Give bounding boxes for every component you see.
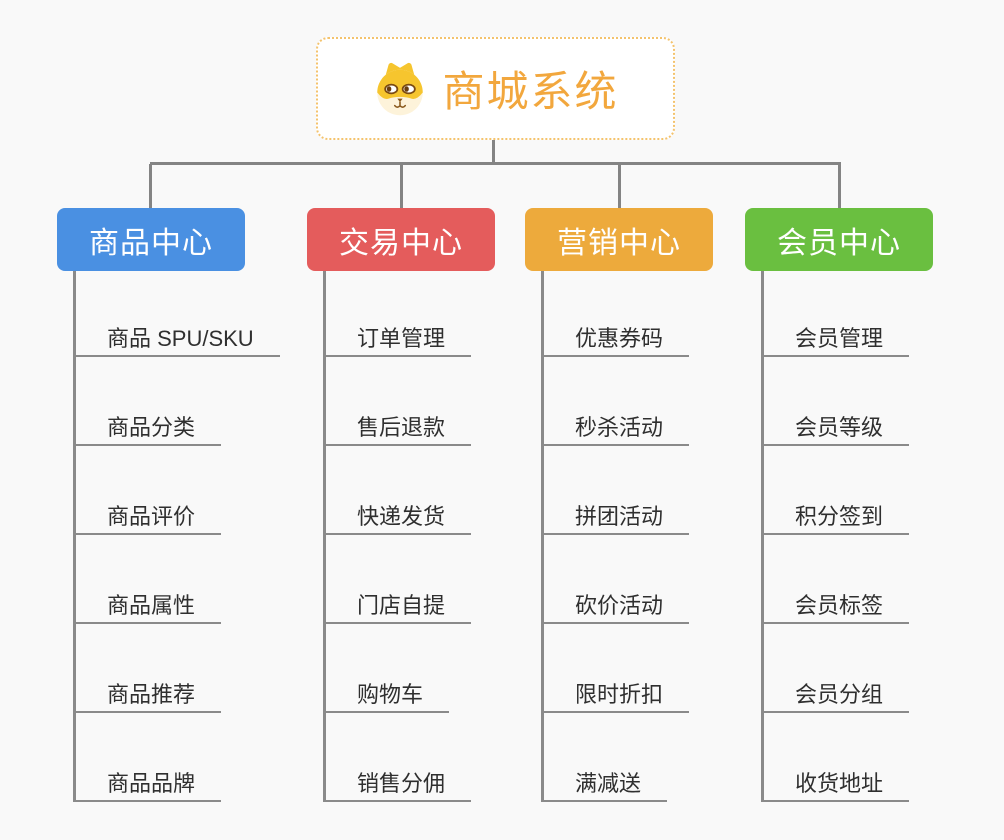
child-item[interactable]: 商品 SPU/SKU — [73, 323, 280, 357]
child-item[interactable]: 砍价活动 — [541, 590, 690, 624]
connector-line — [149, 164, 152, 210]
connector-line — [492, 140, 495, 164]
shiba-dog-icon — [377, 62, 424, 115]
child-item[interactable]: 订单管理 — [323, 323, 472, 357]
child-item[interactable]: 会员标签 — [761, 590, 910, 624]
child-item[interactable]: 优惠券码 — [541, 323, 690, 357]
connector-line — [761, 271, 764, 802]
branch-node-member-center[interactable]: 会员中心 — [745, 208, 933, 271]
child-item[interactable]: 拼团活动 — [541, 501, 690, 535]
child-item[interactable]: 秒杀活动 — [541, 412, 690, 446]
branch-items: 优惠券码秒杀活动拼团活动砍价活动限时折扣满减送 — [525, 208, 785, 828]
branch-node-trade-center[interactable]: 交易中心 — [307, 208, 495, 271]
child-item[interactable]: 商品评价 — [73, 501, 222, 535]
connector-line — [73, 271, 76, 802]
branch-marketing-center: 营销中心 优惠券码秒杀活动拼团活动砍价活动限时折扣满减送 — [525, 208, 785, 828]
child-item[interactable]: 商品分类 — [73, 412, 222, 446]
connector-line — [838, 164, 841, 210]
child-item[interactable]: 限时折扣 — [541, 679, 690, 713]
branch-node-marketing-center[interactable]: 营销中心 — [525, 208, 713, 271]
child-item[interactable]: 商品属性 — [73, 590, 222, 624]
connector-line — [150, 162, 841, 165]
child-item[interactable]: 售后退款 — [323, 412, 472, 446]
child-item[interactable]: 满减送 — [541, 768, 668, 802]
branch-product-center: 商品中心 商品 SPU/SKU 商品分类商品评价商品属性商品推荐商品品牌 — [57, 208, 347, 828]
branch-items: 订单管理售后退款快递发货门店自提购物车销售分佣 — [307, 208, 567, 828]
branch-node-label: 交易中心 — [339, 226, 463, 260]
branch-node-product-center[interactable]: 商品中心 — [57, 208, 245, 271]
connector-line — [323, 271, 326, 802]
child-item[interactable]: 销售分佣 — [323, 768, 472, 802]
child-item[interactable]: 积分签到 — [761, 501, 910, 535]
connector-line — [541, 271, 544, 802]
branch-node-label: 会员中心 — [777, 226, 901, 260]
root-node[interactable]: 商城系统 — [316, 37, 675, 140]
branch-trade-center: 交易中心 订单管理售后退款快递发货门店自提购物车销售分佣 — [307, 208, 567, 828]
connector-line — [400, 164, 403, 210]
child-item[interactable]: 商品推荐 — [73, 679, 222, 713]
branch-items: 商品 SPU/SKU 商品分类商品评价商品属性商品推荐商品品牌 — [57, 208, 347, 828]
root-node-label: 商城系统 — [442, 68, 619, 115]
branch-node-label: 营销中心 — [557, 226, 681, 260]
connector-line — [618, 164, 621, 210]
child-item[interactable]: 商品品牌 — [73, 768, 222, 802]
child-item[interactable]: 门店自提 — [323, 590, 472, 624]
child-item[interactable]: 快递发货 — [323, 501, 472, 535]
child-item[interactable]: 购物车 — [323, 679, 450, 713]
child-item[interactable]: 会员分组 — [761, 679, 910, 713]
child-item[interactable]: 会员等级 — [761, 412, 910, 446]
branch-member-center: 会员中心 会员管理会员等级积分签到会员标签会员分组收货地址 — [745, 208, 1004, 828]
child-item[interactable]: 收货地址 — [761, 768, 910, 802]
branch-items: 会员管理会员等级积分签到会员标签会员分组收货地址 — [745, 208, 1004, 828]
child-item[interactable]: 会员管理 — [761, 323, 910, 357]
branch-node-label: 商品中心 — [89, 226, 213, 260]
